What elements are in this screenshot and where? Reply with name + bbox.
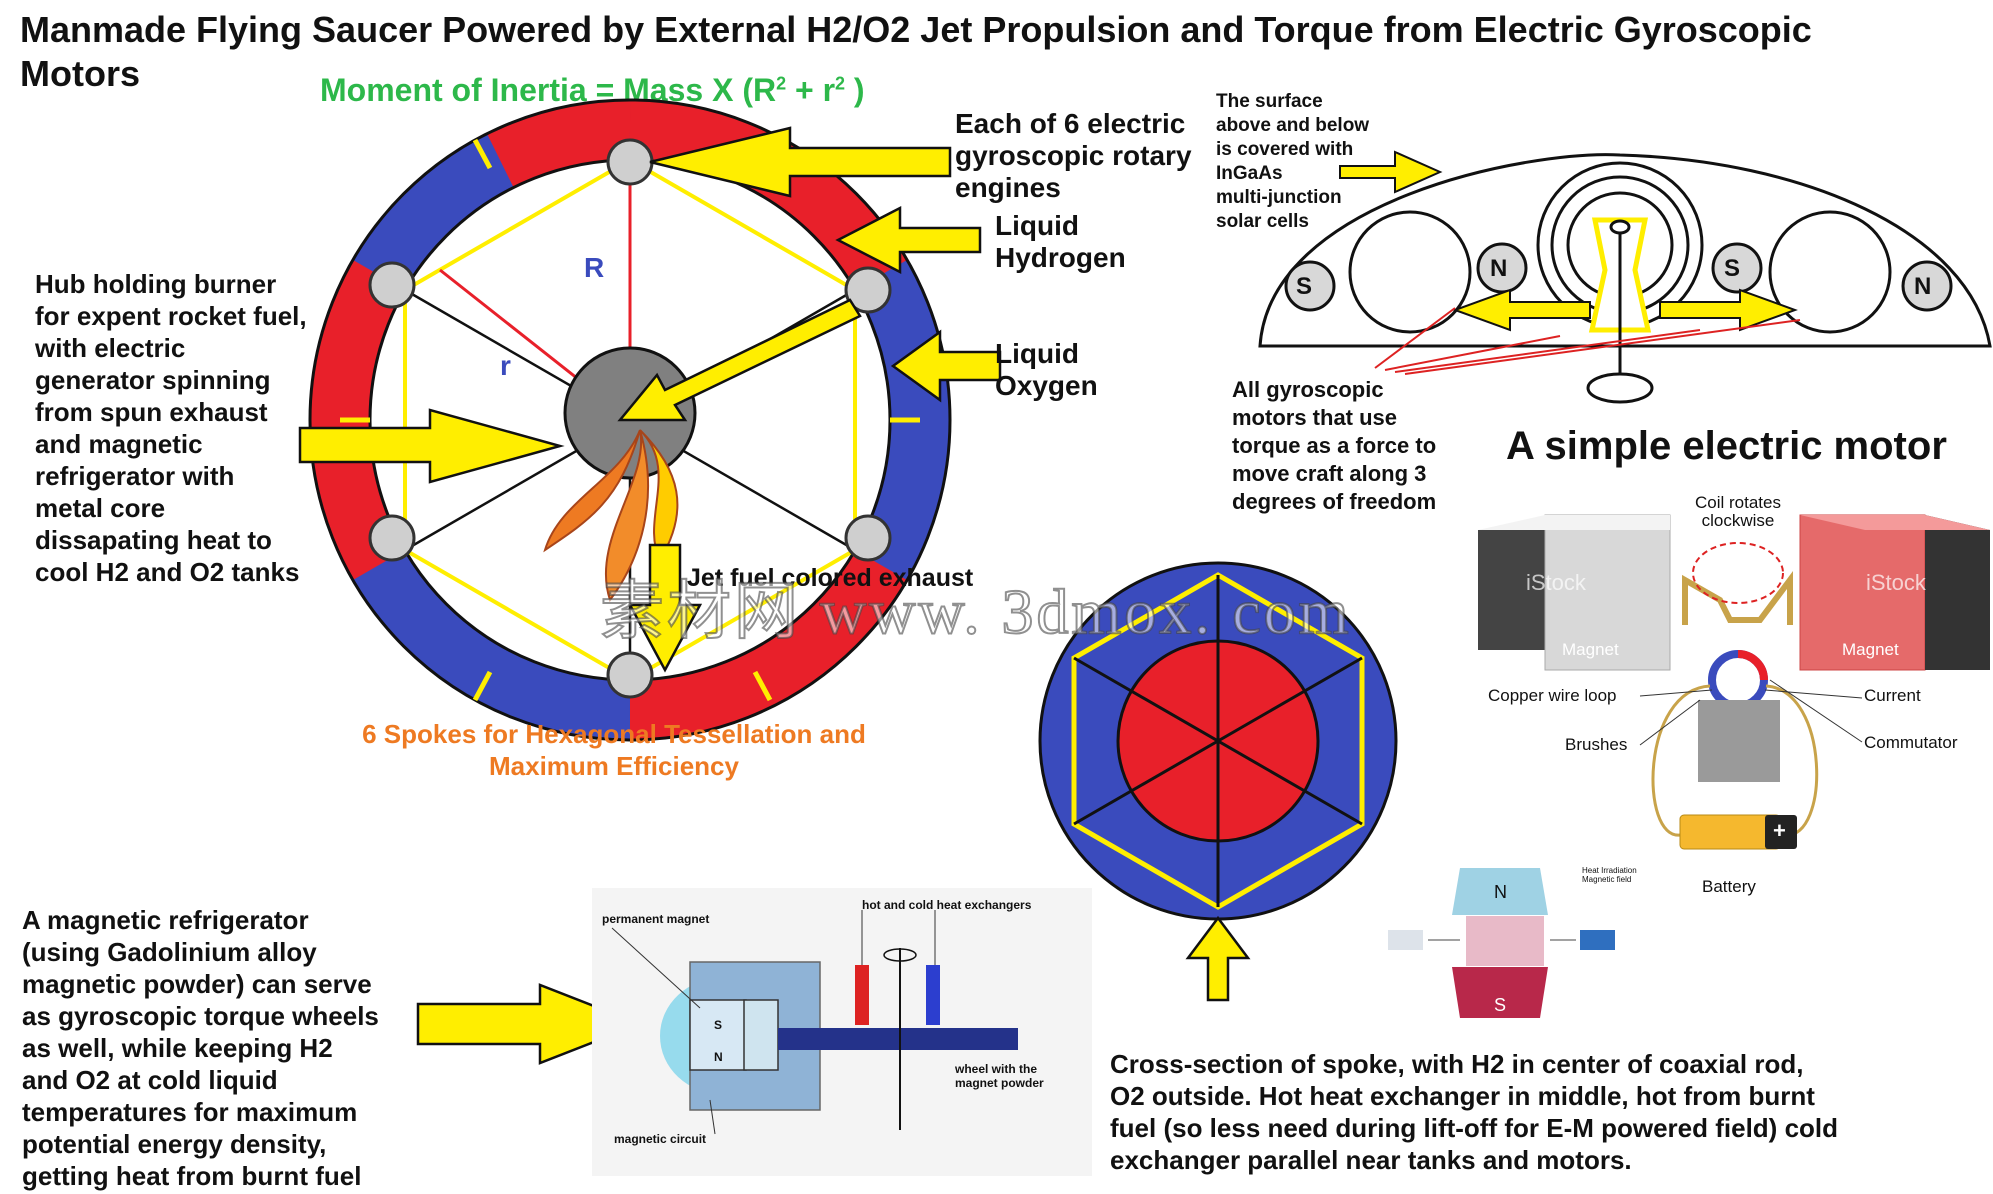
pole-S-1: S [1296,271,1312,303]
current-label: Current [1864,686,1921,706]
fridge-n-label: N [714,1050,723,1064]
stock-watermark: iStock [1526,570,1586,596]
gyro-line: motors that use [1232,404,1436,432]
fridge-line: as gyroscopic torque wheels [22,1000,379,1032]
hub-description: Hub holding burner for expent rocket fue… [35,268,307,588]
fridge-line: as well, while keeping H2 [22,1032,379,1064]
hub-line: generator spinning [35,364,307,396]
copper-label: Copper wire loop [1488,686,1617,706]
oxygen-line: Liquid [995,338,1098,370]
oxygen-label: Liquid Oxygen [995,338,1098,402]
fridge-line: potential energy density, [22,1128,379,1160]
circuit-label: magnetic circuit [614,1132,706,1146]
fridge-line: temperatures for maximum [22,1096,379,1128]
engines-line: engines [955,172,1192,204]
fridge-line: (using Gadolinium alloy [22,936,379,968]
cross-line: exchanger parallel near tanks and motors… [1110,1144,1838,1176]
stock-watermark: iStock [1866,570,1926,596]
magnet-icon-s: S [1494,995,1506,1016]
gyro-line: All gyroscopic [1232,376,1436,404]
gyro-motors-label: All gyroscopic motors that use torque as… [1232,376,1436,516]
radius-R-label: R [584,252,604,284]
surface-line: multi-junction [1216,186,1369,210]
magnet-right-label: Magnet [1842,640,1899,660]
oxygen-line: Oxygen [995,370,1098,402]
brushes-label: Brushes [1565,735,1627,755]
commutator-label: Commutator [1864,733,1958,753]
pole-N-2: N [1914,271,1931,303]
surface-line: The surface [1216,90,1369,114]
coil-line: Coil rotates [1695,494,1781,512]
gyro-line: move craft along 3 [1232,460,1436,488]
pole-N-1: N [1490,253,1507,285]
gyro-line: torque as a force to [1232,432,1436,460]
permanent-magnet-label: permanent magnet [602,912,709,926]
hydrogen-line: Liquid [995,210,1126,242]
cross-section-arrow [1188,918,1248,1000]
cross-line: Cross-section of spoke, with H2 in cente… [1110,1048,1838,1080]
engines-line: Each of 6 electric [955,108,1192,140]
fridge-line: magnetic powder) can serve [22,968,379,1000]
wheel-powder-line: wheel with the [955,1062,1044,1076]
motor-title: A simple electric motor [1506,424,1947,469]
engines-label: Each of 6 electric gyroscopic rotary eng… [955,108,1192,204]
hub-line: metal core [35,492,307,524]
surface-line: is covered with [1216,138,1369,162]
gyro-line: degrees of freedom [1232,488,1436,516]
hydrogen-line: Hydrogen [995,242,1126,274]
battery-label: Battery [1702,877,1756,897]
hub-line: cool H2 and O2 tanks [35,556,307,588]
hub-line: and magnetic [35,428,307,460]
surface-line: InGaAs [1216,162,1369,186]
coil-line: clockwise [1695,512,1781,530]
fridge-line: and O2 at cold liquid [22,1064,379,1096]
saucer [1260,152,1990,402]
hub-line: refrigerator with [35,460,307,492]
magnet-icon-legend: Heat Irradiation Magnetic field [1582,866,1637,884]
magnet-icon-n: N [1494,882,1507,903]
hydrogen-label: Liquid Hydrogen [995,210,1126,274]
cross-section-description: Cross-section of spoke, with H2 in cente… [1110,1048,1838,1176]
watermark: 素材网 www. 3dmox. com [600,560,1351,652]
legend-line: Magnetic field [1582,875,1637,884]
fridge-line: getting heat from burnt fuel [22,1160,379,1192]
hub-line: for expent rocket fuel, [35,300,307,332]
magnet-left-label: Magnet [1562,640,1619,660]
coil-label: Coil rotates clockwise [1695,494,1781,530]
radius-r-label: r [500,350,511,382]
pole-S-2: S [1724,253,1740,285]
wheel-powder-line: magnet powder [955,1076,1044,1090]
hub-line: Hub holding burner [35,268,307,300]
hub-line: dissapating heat to [35,524,307,556]
fridge-line: A magnetic refrigerator [22,904,379,936]
fridge-s-label: S [714,1018,722,1032]
engines-line: gyroscopic rotary [955,140,1192,172]
cross-line: O2 outside. Hot heat exchanger in middle… [1110,1080,1838,1112]
legend-line: Heat Irradiation [1582,866,1637,875]
hub-line: from spun exhaust [35,396,307,428]
surface-line: solar cells [1216,210,1369,234]
motor-illustration [1478,515,1990,849]
exchangers-label: hot and cold heat exchangers [862,898,1031,912]
surface-line: above and below [1216,114,1369,138]
caption-line-2: Maximum Efficiency [344,750,884,782]
caption-line-1: 6 Spokes for Hexagonal Tessellation and [344,718,884,750]
hub-line: with electric [35,332,307,364]
cross-line: fuel (so less need during lift-off for E… [1110,1112,1838,1144]
fridge-description: A magnetic refrigerator (using Gadoliniu… [22,904,379,1192]
wheel-powder-label: wheel with the magnet powder [955,1062,1044,1090]
surface-label: The surface above and below is covered w… [1216,90,1369,234]
wheel-caption: 6 Spokes for Hexagonal Tessellation and … [344,718,884,782]
battery-plus: + [1773,818,1786,844]
